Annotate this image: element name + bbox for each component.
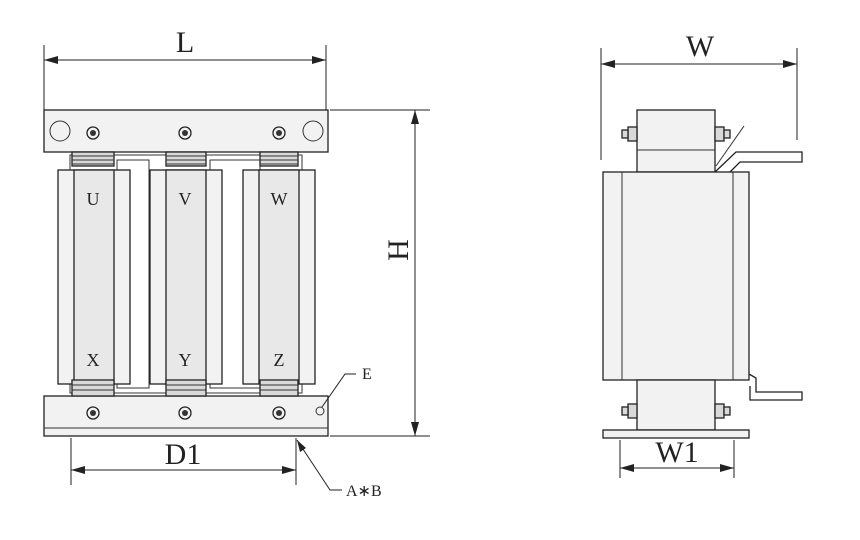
bottom-yoke-bar: [43, 395, 329, 437]
coil-w-z: [242, 151, 316, 397]
leader-a-b: A∗B: [296, 439, 382, 500]
dimension-l: L: [43, 26, 327, 110]
bottom-clamp-bolts: [621, 403, 731, 419]
ground-terminal-e: [315, 406, 325, 416]
terminal-label-z: Z: [274, 350, 285, 370]
terminal-label-w: W: [271, 189, 288, 209]
dimension-w1-label: W1: [655, 436, 698, 469]
coil-body: [602, 171, 750, 381]
bottom-bolts: [86, 406, 286, 420]
dimension-w1: W1: [619, 436, 735, 478]
dimension-w-label: W: [686, 30, 715, 63]
top-right-mount-hole: [302, 120, 324, 142]
top-clamp-block: [636, 109, 716, 173]
dimension-l-label: L: [176, 26, 194, 59]
dimension-d1: D1: [70, 438, 297, 485]
dimension-d1-label: D1: [165, 438, 202, 471]
terminal-label-y: Y: [179, 350, 192, 370]
dimension-h-label: H: [382, 239, 415, 261]
top-bolts: [86, 126, 286, 140]
dimension-h: H: [330, 109, 430, 437]
top-left-mount-hole: [49, 120, 71, 142]
bottom-clamp-block: [636, 379, 716, 431]
top-lead-bar: [714, 125, 803, 175]
bottom-lead-bar: [748, 373, 803, 401]
front-view: L: [43, 26, 430, 500]
top-clamp-bolts: [621, 126, 731, 142]
label-e: E: [362, 366, 372, 383]
coil-u-x: [57, 151, 131, 397]
label-a-b: A∗B: [346, 483, 382, 500]
coil-v-y: [149, 151, 223, 397]
base-plate: [602, 429, 750, 439]
terminal-label-x: X: [87, 350, 100, 370]
terminal-label-v: V: [179, 189, 192, 209]
side-view: W: [600, 30, 803, 478]
dimension-w: W: [600, 30, 798, 160]
terminal-label-u: U: [87, 189, 100, 209]
leader-e: E: [321, 366, 372, 408]
